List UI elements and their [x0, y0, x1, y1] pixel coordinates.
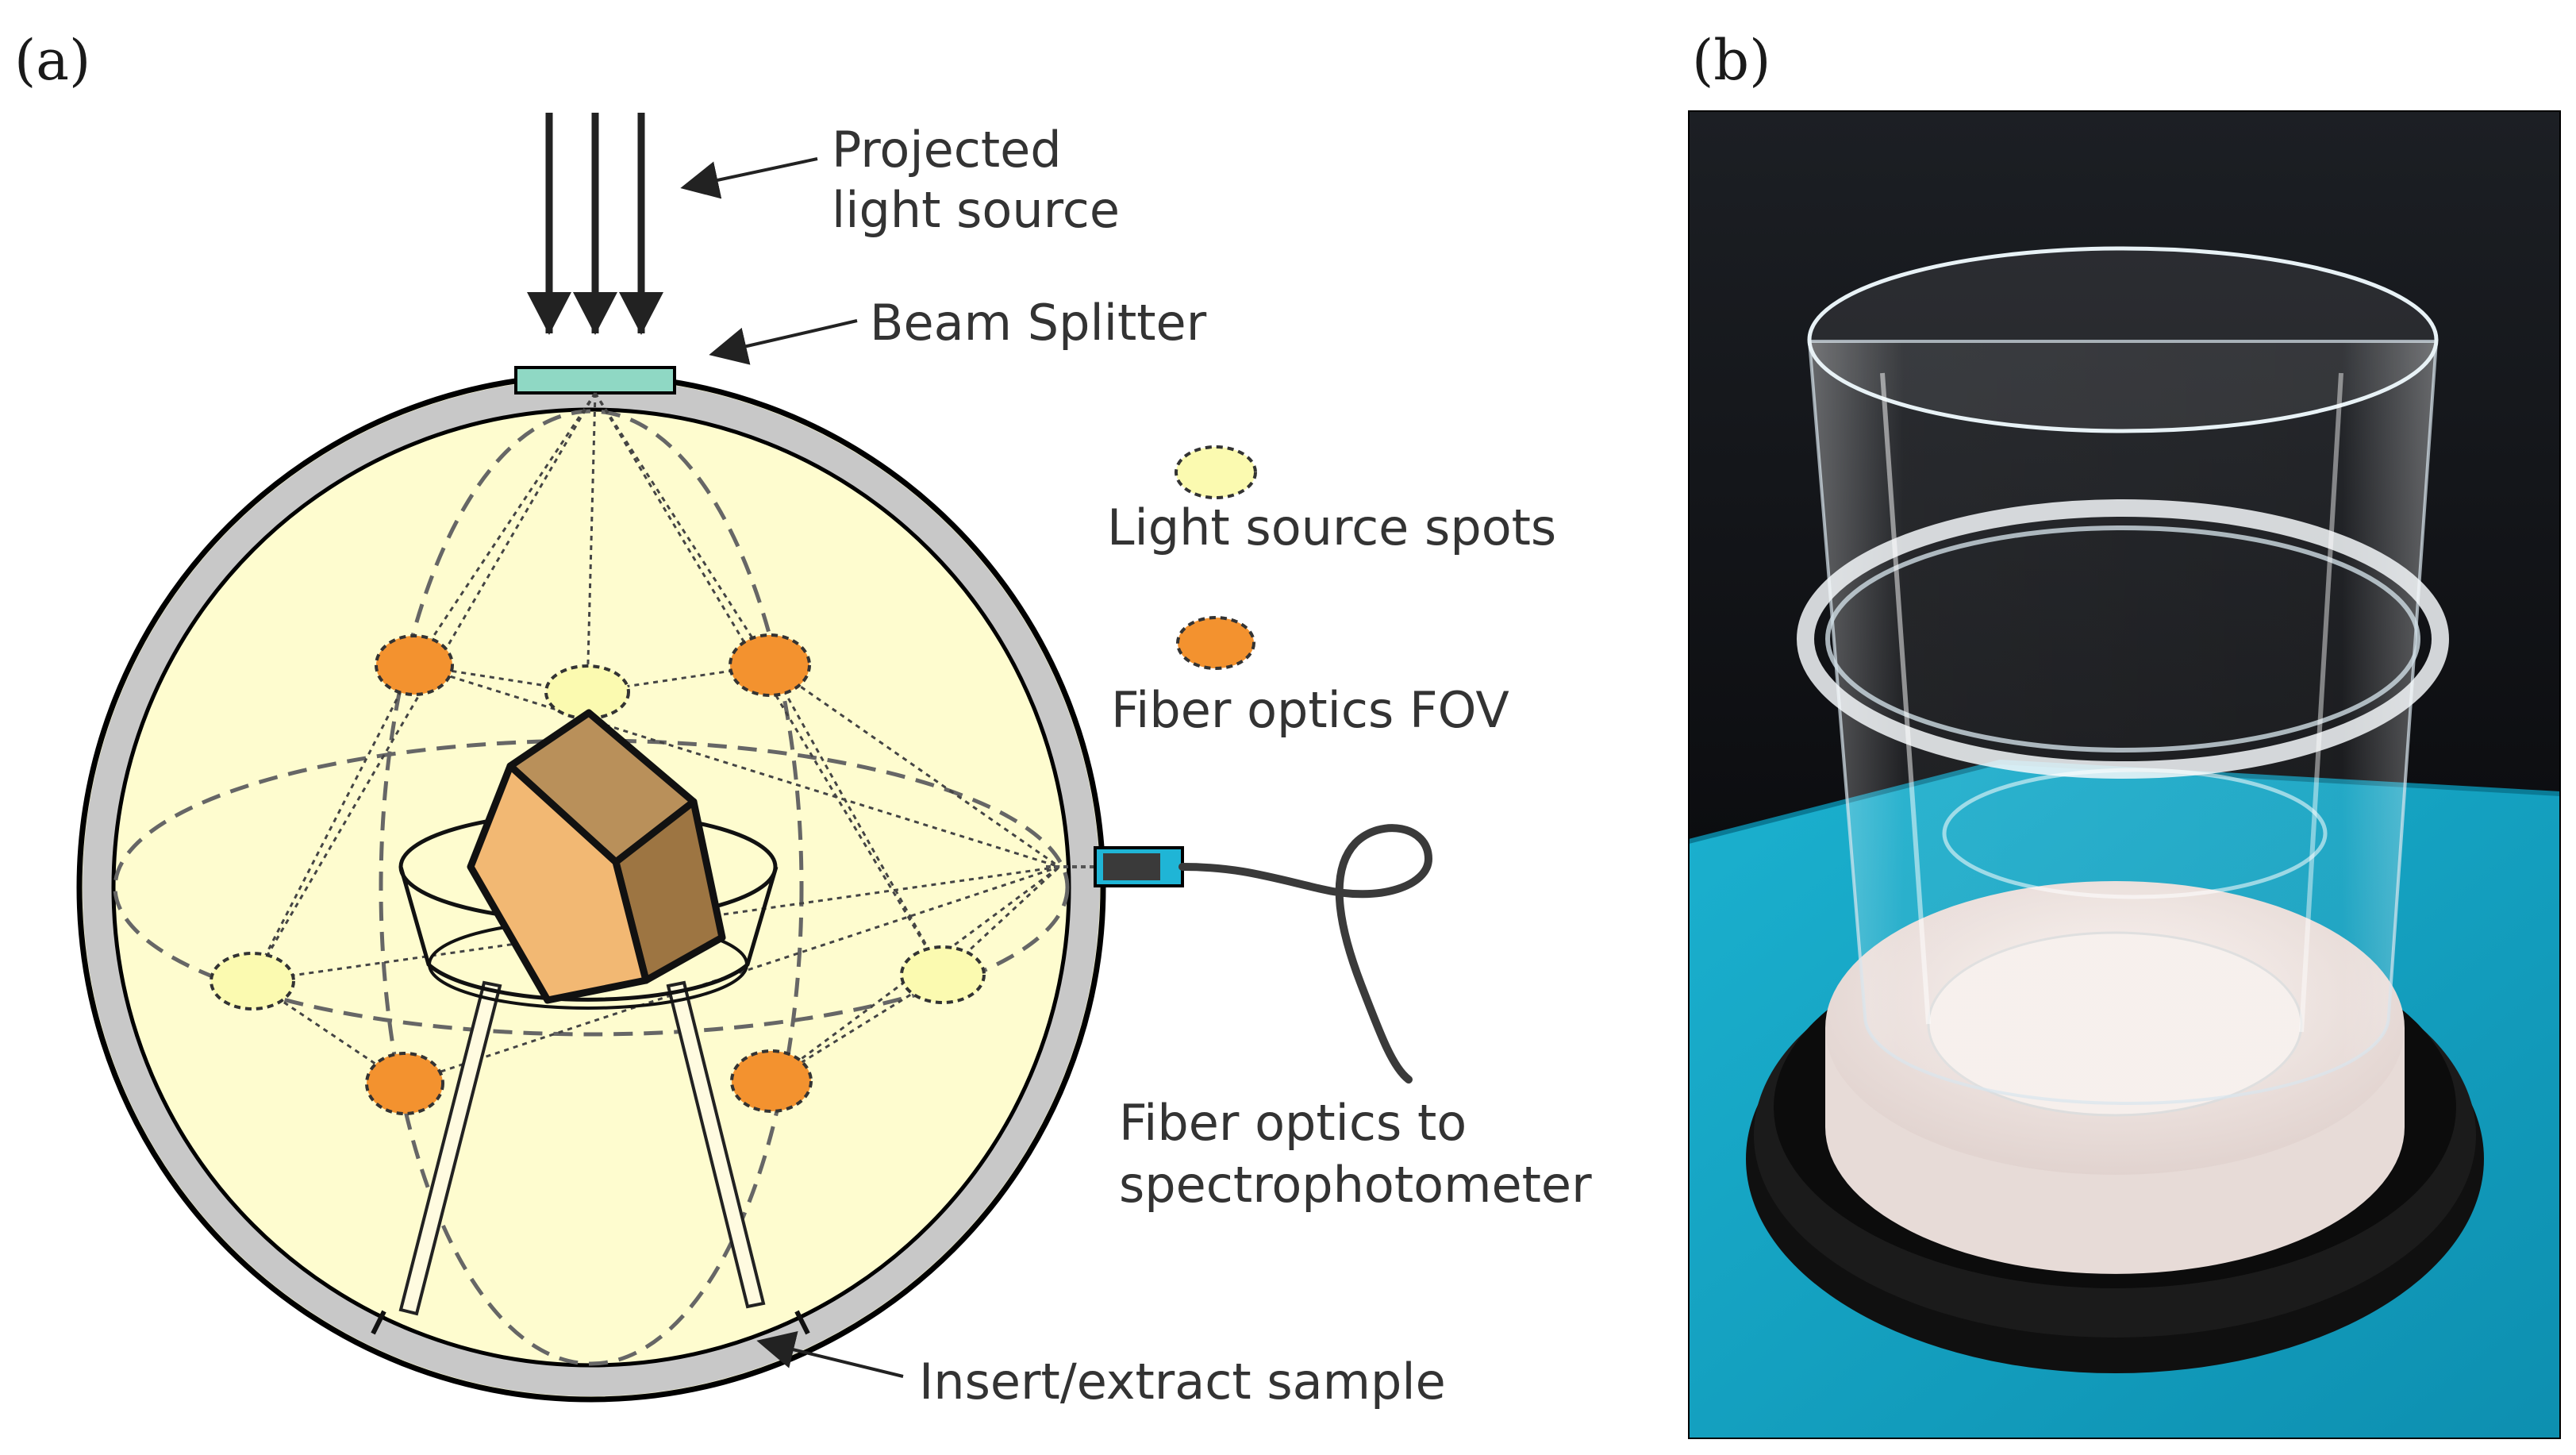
panel-b-label: (b): [1692, 28, 1771, 93]
fiber-cable: [1178, 824, 1433, 1084]
sample-cube: [467, 709, 726, 1004]
fov-spot: [375, 634, 454, 696]
annotation-arrows: [680, 157, 904, 1378]
projected-light-arrows: [527, 113, 663, 335]
light-spot: [900, 945, 986, 1004]
fiber-connector: [1046, 846, 1184, 887]
label-projected-line-2: light source: [832, 181, 1120, 239]
legend: Light source spots Fiber optics FOV: [1107, 445, 1556, 739]
label-fiber-line-2: spectrophotometer: [1119, 1156, 1592, 1214]
legend-swatch-fiber-fov: [1176, 616, 1255, 670]
legend-label-light-spots: Light source spots: [1107, 498, 1556, 556]
fov-spot: [730, 1049, 813, 1113]
beam-splitter: [514, 366, 676, 395]
panel-a: (a): [14, 28, 1592, 1411]
legend-label-fiber-fov: Fiber optics FOV: [1111, 681, 1509, 739]
light-spot: [210, 952, 295, 1010]
panel-a-label: (a): [14, 28, 90, 93]
label-insert-extract: Insert/extract sample: [919, 1353, 1446, 1411]
photo: [1688, 110, 2561, 1439]
label-fiber-line-1: Fiber optics to: [1119, 1094, 1467, 1152]
light-rays: [251, 392, 1061, 1085]
fov-spot: [365, 1052, 444, 1115]
label-projected-line-1: Projected: [832, 121, 1062, 179]
legend-swatch-light-spot: [1175, 445, 1257, 499]
fov-spot: [729, 633, 811, 697]
glass-cylinder: [1797, 246, 2449, 1105]
fiber-fov-spots: [365, 633, 813, 1115]
light-spot: [544, 664, 630, 720]
sample-holder: [398, 810, 779, 1316]
panel-b: (b): [1688, 28, 2561, 1439]
light-source-spots: [210, 664, 986, 1010]
label-beam-splitter: Beam Splitter: [870, 294, 1207, 352]
